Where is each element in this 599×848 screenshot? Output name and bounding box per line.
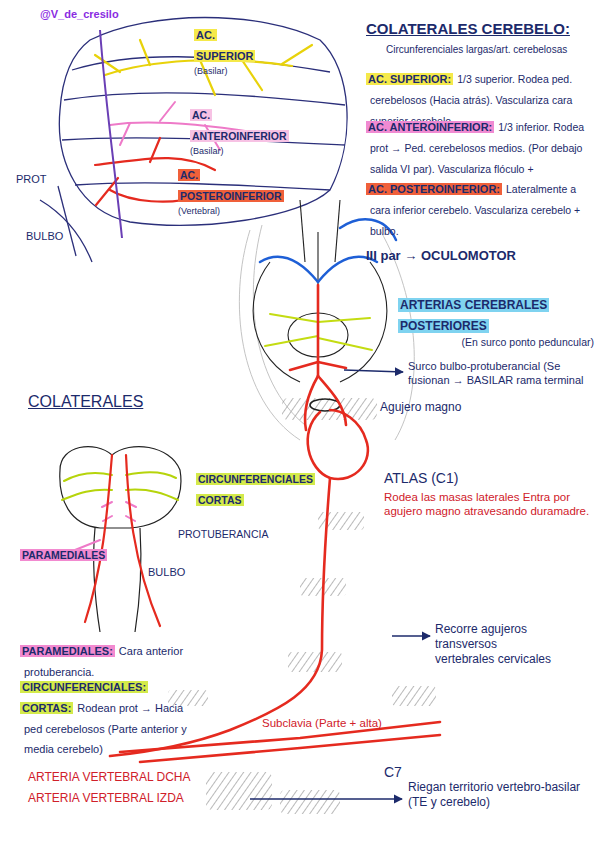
superior-cerebellar-artery: [242, 60, 262, 90]
basilar-vertebral-line: [100, 30, 122, 238]
highlight-heading: AC. POSTEROINFERIOR: [178, 169, 284, 202]
brainstem-outline: [340, 262, 387, 382]
highlighted-label: CIRCUNFERENCIALES: CORTAS:Rodean prot → …: [20, 676, 192, 759]
part-name: PROT: [16, 173, 56, 187]
pons-paramedial: [60, 502, 136, 556]
anteroinferior-cerebellar-artery: [160, 102, 175, 121]
cerebellum-outline: [40, 18, 347, 263]
superior-cerebellar-artery: [140, 40, 150, 65]
superior-cerebellar-artery: [95, 40, 312, 95]
vertebra-hatching: [206, 772, 272, 810]
highlight-heading: PARAMEDIALES:: [20, 645, 115, 657]
pons-paramedial: [126, 502, 136, 507]
highlighted-label: AC. SUPERIOR (Basilar): [194, 24, 276, 77]
highlight-heading: AC. ANTEROINFERIOR:: [366, 121, 494, 133]
pons-cross-section: [60, 447, 181, 528]
brainstem-outline: [310, 399, 340, 411]
short-circumferential-branches: [318, 318, 370, 322]
pointer-arrows: [250, 798, 402, 799]
nerve-label: III par → OCULOMOTOR: [366, 248, 594, 264]
subtitle: Circunferenciales largas/art. cerebelosa…: [386, 44, 594, 57]
highlighted-label: AC. ANTEROINFERIOR (Basilar): [190, 104, 290, 157]
node-note: (Basilar): [194, 66, 276, 78]
pons-vertebral-arteries: [85, 455, 112, 622]
pons-short-circumferential: [62, 472, 178, 500]
vertebra-hatching: [318, 512, 364, 530]
highlight-heading: ARTERIAS CEREBRALES POSTERIORES: [398, 298, 549, 333]
brainstem-outline: [335, 200, 340, 262]
basilar-vertebral-arteries: [318, 362, 346, 368]
section-heading: COLATERALES: [28, 392, 178, 412]
anteroinferior-cerebellar-artery: [120, 123, 130, 145]
highlighted-label: AC. POSTEROINFERIOR (Vertebral): [178, 164, 282, 217]
pons-short-circumferential: [64, 473, 112, 481]
highlight-heading: AC. SUPERIOR: [194, 29, 255, 62]
title-text: COLATERALES CEREBELO:: [366, 20, 594, 39]
basilar-vertebral-arteries: [110, 478, 330, 756]
basilar-vertebral-arteries: [110, 285, 440, 762]
anteroinferior-cerebellar-artery: [110, 102, 252, 150]
superior-cerebellar-artery: [282, 45, 312, 64]
short-circumferential-branches: [318, 338, 372, 350]
pons-short-circumferential: [126, 490, 178, 500]
highlighted-label: AC. POSTEROINFERIOR:Lateralmente a cara …: [366, 178, 594, 240]
highlight-heading: PARAMEDIALES: [20, 549, 107, 561]
pencil-guides: [253, 225, 305, 425]
vertebra-hatching: [392, 686, 436, 706]
brainstem-outline: [253, 262, 300, 382]
pons-cross-section: [60, 447, 181, 632]
note-text: Rodea las masas laterales Entra por aguj…: [384, 490, 592, 519]
part-name: Agujero magno: [380, 400, 510, 415]
pons-short-circumferential: [126, 472, 176, 478]
pointer-arrows: [250, 370, 430, 799]
basilar-vertebral-arteries: [308, 410, 368, 479]
highlighted-label: CIRCUNFERENCIALES CORTAS: [196, 468, 308, 510]
vertebra-hatching: [288, 652, 342, 672]
highlight-heading: AC. SUPERIOR:: [366, 73, 453, 85]
vertebra-label: ATLAS (C1): [384, 470, 514, 488]
highlighted-label: ARTERIAS CEREBRALES POSTERIORES (En surco…: [398, 294, 594, 349]
basilar-vertebral-arteries: [140, 735, 440, 762]
highlight-heading: AC. ANTEROINFERIOR: [190, 109, 289, 142]
cerebellum-outline: [59, 18, 347, 226]
pointer-arrows: [344, 370, 403, 372]
superior-cerebellar-artery: [95, 55, 120, 72]
posteroinferior-cerebellar-artery: [150, 138, 160, 162]
pons-paramedial: [103, 516, 112, 521]
posterior-cerebral-arteries: [260, 257, 318, 282]
pons-vertebral-arteries: [85, 455, 160, 626]
pons-short-circumferential: [62, 490, 112, 500]
part-name: PROTUBERANCIA: [178, 528, 298, 541]
basilar-vertebral-arteries: [290, 362, 318, 370]
node-note: (En surco ponto peduncular): [398, 336, 594, 350]
artery-name: ARTERIA VERTEBRAL IZDA: [28, 791, 258, 806]
node-note: (Basilar): [190, 146, 290, 158]
artery-name: ARTERIA VERTEBRAL DCHA: [28, 770, 258, 785]
basilar-vertebral-line: [100, 30, 122, 238]
vertebra-hatching: [168, 398, 436, 814]
highlighted-label: PARAMEDIALES:Cara anterior protuberancia…: [20, 640, 242, 682]
pointer-arrows: [392, 635, 430, 636]
highlight-heading: CIRCUNFERENCIALES CORTAS: [196, 473, 315, 506]
highlighted-label: PARAMEDIALES: [20, 544, 110, 565]
note-text: Recorre agujeros transversos vertebrales…: [435, 622, 555, 667]
brainstem-outline: [300, 200, 305, 262]
artery-name: Subclavia (Parte + alta): [262, 716, 442, 730]
note-text: Riegan territorio vertebro-basilar (TE y…: [408, 780, 594, 810]
note-text: Surco bulbo-protuberancial (Se fusionan …: [408, 360, 594, 388]
node-note: (Vertebral): [178, 206, 282, 218]
cerebellum-outline: [58, 186, 76, 256]
vertebra-label: C7: [384, 764, 424, 782]
vertebra-hatching: [280, 790, 340, 814]
pons-vertebral-arteries: [126, 455, 160, 626]
part-name: BULBO: [148, 566, 208, 580]
highlight-heading: AC. POSTEROINFERIOR:: [366, 183, 502, 195]
short-circumferential-branches: [265, 336, 318, 346]
basilar-vertebral-arteries: [318, 376, 346, 425]
posteroinferior-cerebellar-artery: [96, 178, 118, 205]
superior-cerebellar-artery: [200, 60, 215, 95]
short-circumferential-branches: [270, 314, 318, 322]
watermark: @V_de_cresilo: [40, 8, 170, 22]
part-name: BULBO: [26, 230, 76, 244]
